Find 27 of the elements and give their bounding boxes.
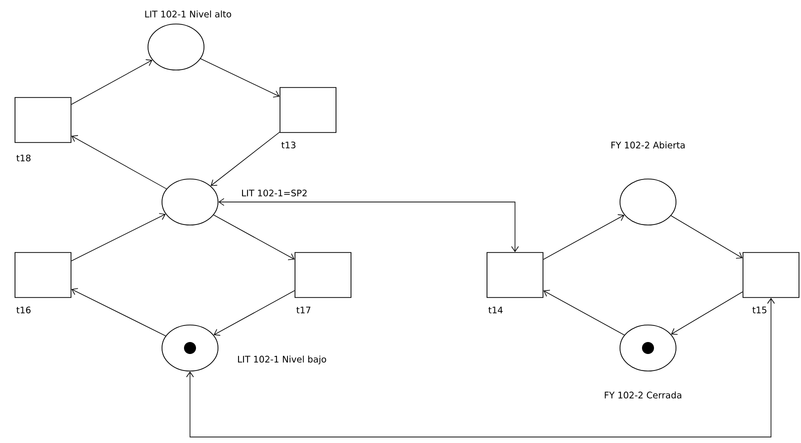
arrow (71, 135, 167, 190)
node-label: LIT 102-1 Nivel bajo (238, 356, 326, 364)
arrow (71, 288, 166, 336)
arrow (186, 298, 775, 438)
node-label: t17 (296, 306, 310, 314)
arrow (218, 198, 519, 252)
arrow (71, 213, 166, 262)
arrow (200, 58, 280, 98)
node-label: LIT 102-1=SP2 (242, 190, 307, 196)
node-label: t14 (488, 306, 503, 314)
arrow (213, 214, 295, 260)
node-label: t15 (752, 306, 766, 314)
arrow (71, 59, 152, 105)
node-label: t16 (16, 306, 31, 314)
node-label: LIT 102-1 Nivel alto (145, 10, 232, 18)
token-dot (184, 342, 196, 354)
arrow (543, 290, 625, 336)
node-label: t18 (16, 154, 31, 162)
node-label: t13 (281, 142, 296, 148)
token-dot (642, 342, 654, 354)
node-label: FY 102-2 Abierta (611, 142, 685, 148)
arrow (670, 215, 743, 259)
arrow (671, 292, 743, 335)
node-label: FY 102-2 Cerrada (604, 392, 682, 398)
arrow (214, 290, 295, 336)
arrow (210, 132, 280, 186)
arrow (543, 214, 624, 260)
